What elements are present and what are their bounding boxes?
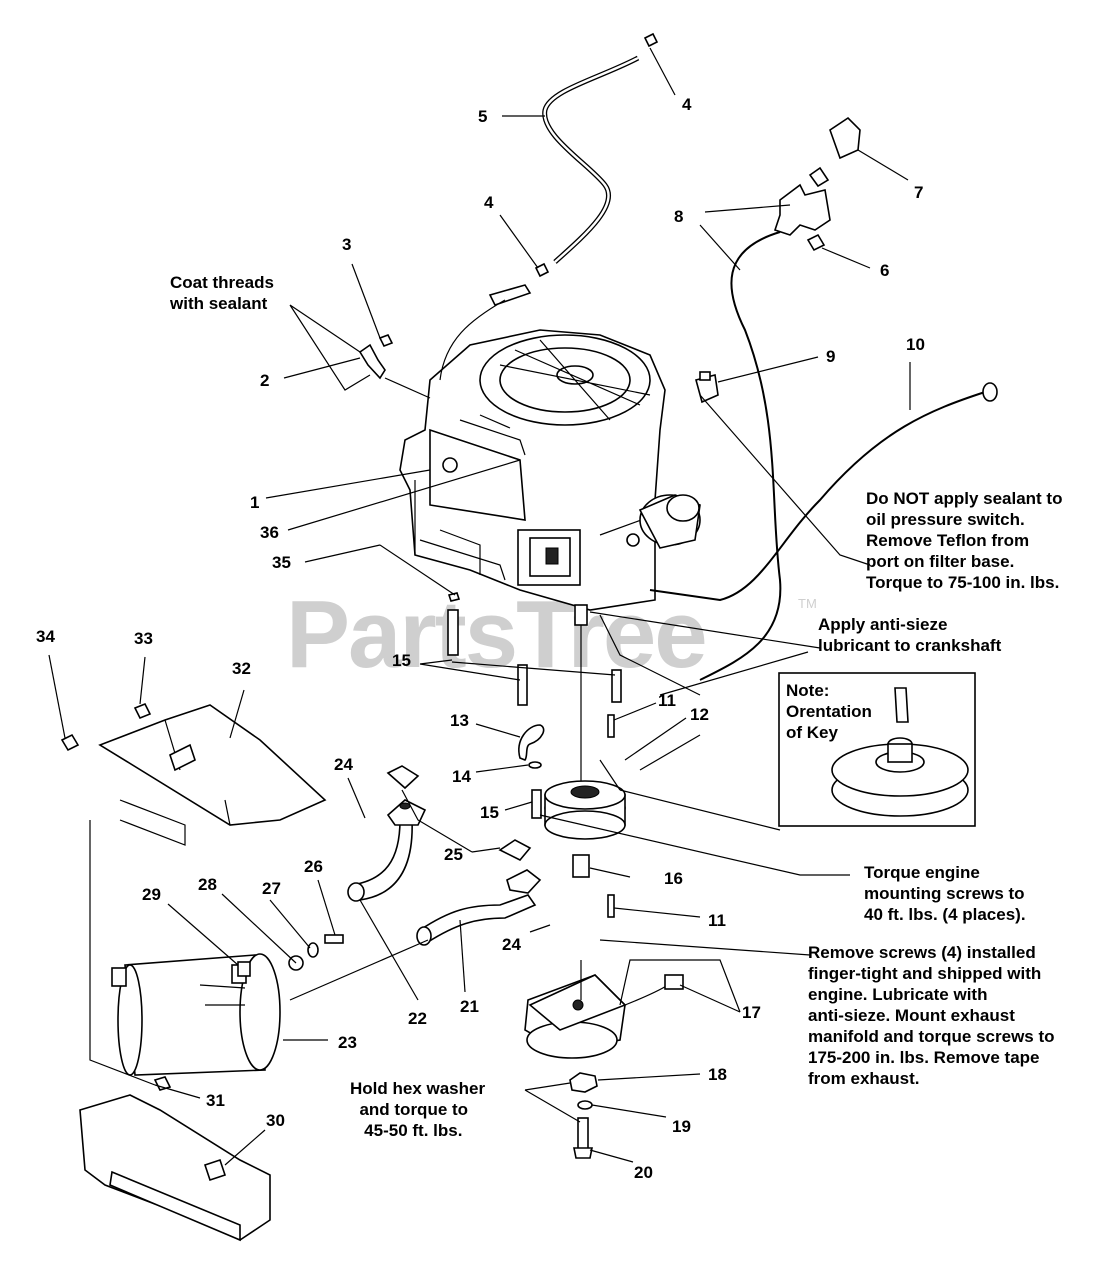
callout-29: 29: [142, 885, 161, 904]
callout-35: 35: [272, 553, 291, 572]
callout-6: 6: [880, 261, 890, 280]
callout-17: 17: [742, 1003, 761, 1022]
callout-13: 13: [450, 711, 469, 730]
callout-31: 31: [206, 1091, 225, 1110]
callout-3: 3: [342, 235, 352, 254]
callout-15b: 15: [480, 803, 499, 822]
leader-lines: [48, 47, 911, 1166]
callout-4b: 4: [484, 193, 494, 212]
callout-18: 18: [708, 1065, 727, 1084]
callout-1: 1: [250, 493, 260, 512]
callout-7: 7: [914, 183, 924, 202]
callout-11a: 11: [658, 691, 676, 710]
note-oil-pressure-switch: Do NOT apply sealant to oil pressure swi…: [866, 489, 1063, 592]
callout-16: 16: [664, 869, 683, 888]
callout-22: 22: [408, 1009, 427, 1028]
callout-5: 5: [478, 107, 488, 126]
callout-9: 9: [826, 347, 836, 366]
callout-4a: 4: [682, 95, 692, 114]
callout-2: 2: [260, 371, 270, 390]
callout-25: 25: [444, 845, 463, 864]
callout-33: 33: [134, 629, 153, 648]
watermark-trademark: TM: [798, 596, 817, 611]
callout-21: 21: [460, 997, 479, 1016]
callout-24a: 24: [334, 755, 353, 774]
callout-24b: 24: [502, 935, 521, 954]
callout-34: 34: [36, 627, 55, 646]
note-torque-engine: Torque engine mounting screws to 40 ft. …: [864, 863, 1026, 924]
callout-8: 8: [674, 207, 684, 226]
callout-28: 28: [198, 875, 217, 894]
callout-36: 36: [260, 523, 279, 542]
callout-19: 19: [672, 1117, 691, 1136]
note-hex-washer: Hold hex washer and torque to 45-50 ft. …: [350, 1079, 486, 1140]
callout-30: 30: [266, 1111, 285, 1130]
note-key-orientation: Note: Orentation of Key: [786, 681, 872, 742]
callout-32: 32: [232, 659, 251, 678]
note-remove-screws: Remove screws (4) installed finger-tight…: [808, 943, 1055, 1088]
callout-20: 20: [634, 1163, 653, 1182]
callout-11b: 11: [708, 911, 726, 930]
callout-10: 10: [906, 335, 925, 354]
callout-15a: 15: [392, 651, 411, 670]
callout-12: 12: [690, 705, 709, 724]
callout-14: 14: [452, 767, 471, 786]
callout-27: 27: [262, 879, 281, 898]
callout-23: 23: [338, 1033, 357, 1052]
callout-26: 26: [304, 857, 323, 876]
note-anti-sieze-crankshaft: Apply anti-sieze lubricant to crankshaft: [818, 615, 1002, 655]
engine: [399, 329, 701, 800]
note-coat-threads: Coat threads with sealant: [170, 273, 274, 313]
